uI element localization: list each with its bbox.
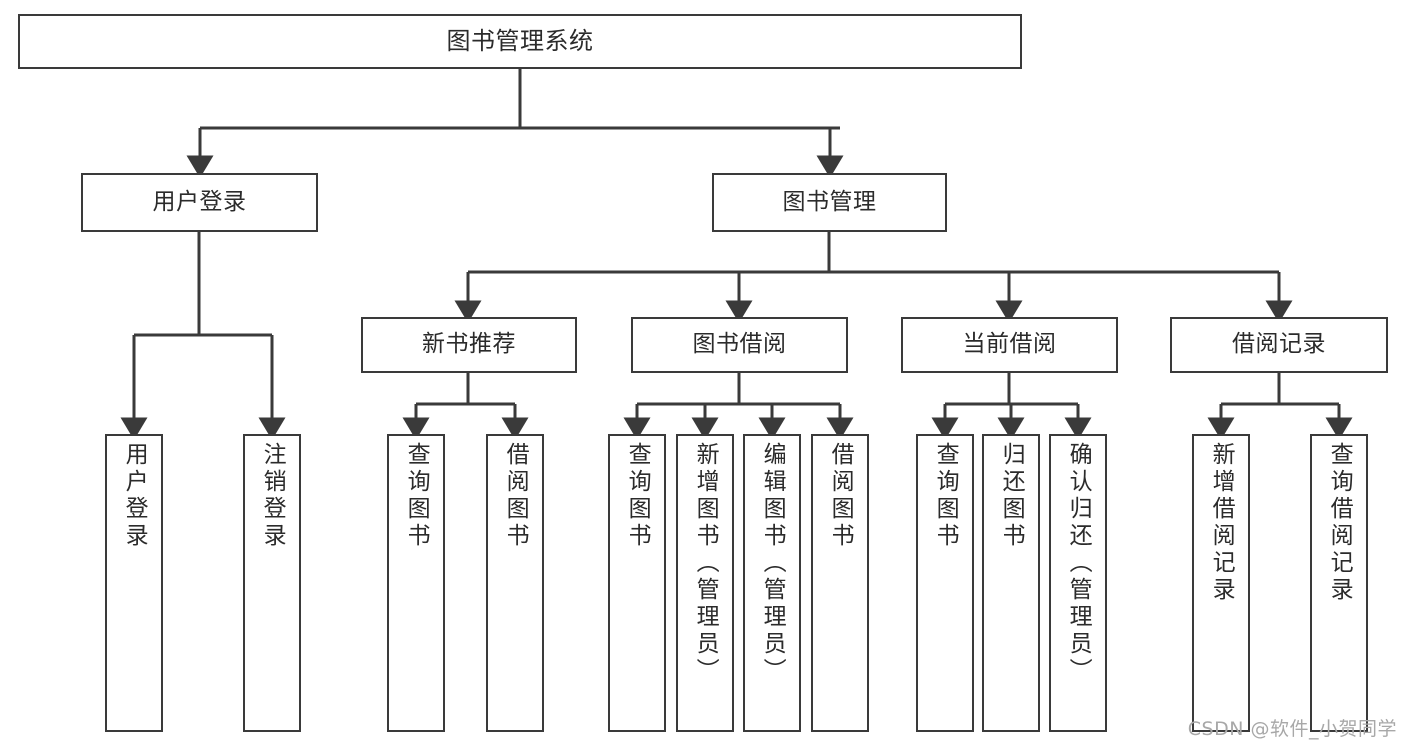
csdn-watermark: CSDN @软件_小贺同学 — [1187, 718, 1397, 740]
node-leaf-edit-book-admin-label: 编辑图书（管理员） — [759, 442, 786, 685]
node-leaf-query-book-borrow-label: 查询图书 — [624, 442, 651, 550]
node-leaf-borrow-book[interactable]: 借阅图书 — [811, 434, 869, 732]
node-leaf-user-login-label: 用户登录 — [121, 442, 148, 550]
node-leaf-confirm-return-admin[interactable]: 确认归还（管理员） — [1049, 434, 1107, 732]
node-leaf-borrow-book-rec-label: 借阅图书 — [502, 442, 529, 550]
node-leaf-add-book-admin[interactable]: 新增图书（管理员） — [676, 434, 734, 732]
node-root[interactable]: 图书管理系统 — [18, 14, 1022, 69]
node-leaf-add-borrow-record[interactable]: 新增借阅记录 — [1192, 434, 1250, 732]
node-leaf-query-borrow-record-label: 查询借阅记录 — [1326, 442, 1353, 604]
node-current-borrow[interactable]: 当前借阅 — [901, 317, 1118, 373]
node-leaf-return-book[interactable]: 归还图书 — [982, 434, 1040, 732]
node-leaf-edit-book-admin[interactable]: 编辑图书（管理员） — [743, 434, 801, 732]
node-book-borrow[interactable]: 图书借阅 — [631, 317, 848, 373]
node-leaf-confirm-return-admin-label: 确认归还（管理员） — [1065, 442, 1092, 685]
node-leaf-query-book-current-label: 查询图书 — [932, 442, 959, 550]
node-leaf-add-book-admin-label: 新增图书（管理员） — [692, 442, 719, 685]
node-borrow-record-label: 借阅记录 — [1232, 331, 1326, 358]
node-borrow-record[interactable]: 借阅记录 — [1170, 317, 1388, 373]
node-user-login-label: 用户登录 — [152, 188, 247, 215]
node-leaf-query-borrow-record[interactable]: 查询借阅记录 — [1310, 434, 1368, 732]
node-root-label: 图书管理系统 — [446, 27, 594, 56]
node-book-manage-label: 图书管理 — [782, 188, 877, 215]
node-leaf-add-borrow-record-label: 新增借阅记录 — [1208, 442, 1235, 604]
node-leaf-borrow-book-label: 借阅图书 — [827, 442, 854, 550]
node-leaf-query-book-rec-label: 查询图书 — [403, 442, 430, 550]
node-leaf-query-book-current[interactable]: 查询图书 — [916, 434, 974, 732]
node-leaf-query-book-borrow[interactable]: 查询图书 — [608, 434, 666, 732]
node-current-borrow-label: 当前借阅 — [962, 331, 1057, 358]
node-book-borrow-label: 图书借阅 — [692, 331, 787, 358]
node-book-manage[interactable]: 图书管理 — [712, 173, 947, 232]
node-leaf-query-book-rec[interactable]: 查询图书 — [387, 434, 445, 732]
node-leaf-user-logout-label: 注销登录 — [259, 442, 286, 550]
node-leaf-user-logout[interactable]: 注销登录 — [243, 434, 301, 732]
node-new-book-rec[interactable]: 新书推荐 — [361, 317, 577, 373]
node-leaf-borrow-book-rec[interactable]: 借阅图书 — [486, 434, 544, 732]
node-user-login[interactable]: 用户登录 — [81, 173, 318, 232]
node-leaf-user-login[interactable]: 用户登录 — [105, 434, 163, 732]
node-leaf-return-book-label: 归还图书 — [998, 442, 1025, 550]
node-new-book-rec-label: 新书推荐 — [422, 331, 516, 358]
